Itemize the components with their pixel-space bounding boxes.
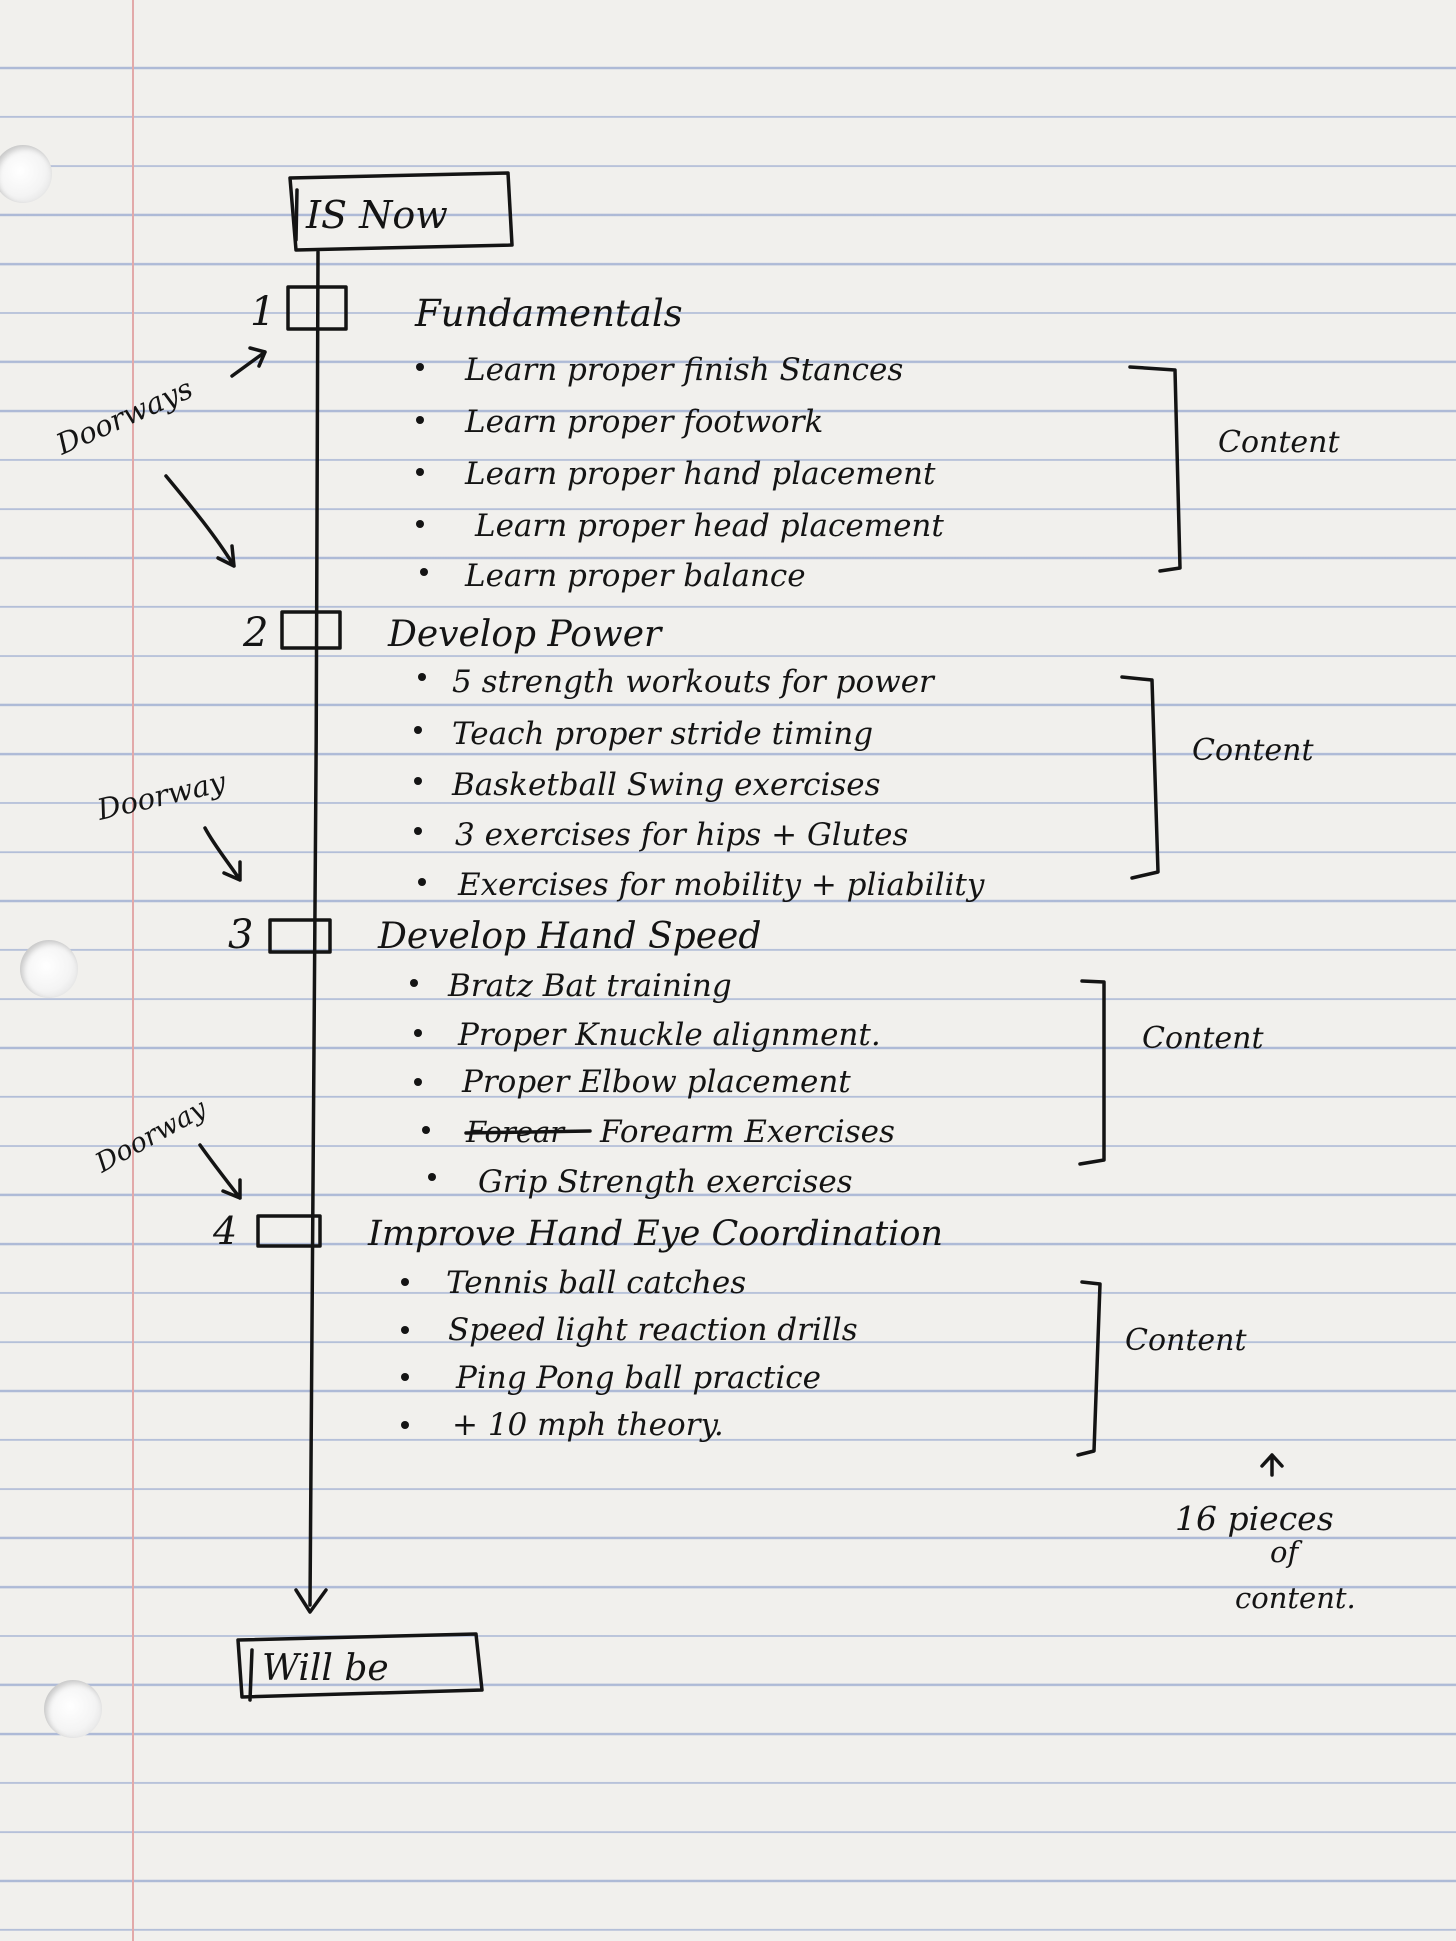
arrow-icon	[203, 826, 242, 882]
start-box-label: IS Now	[305, 193, 448, 237]
summary-line-2: of	[1270, 1535, 1303, 1569]
bullet	[416, 468, 424, 476]
bullet	[414, 777, 422, 785]
list-item: Proper Elbow placement	[461, 1064, 851, 1100]
up-arrow-icon	[1260, 1453, 1284, 1477]
bullet	[416, 363, 424, 371]
list-item: Forearm Exercises	[599, 1114, 895, 1150]
list-item: + 10 mph theory.	[452, 1407, 724, 1443]
doorway-annotation-2: Doorway	[93, 764, 242, 882]
step-checkbox	[256, 1214, 322, 1248]
step-checkbox	[280, 610, 342, 650]
content-label: Content	[1125, 1323, 1247, 1358]
step-checkbox	[268, 918, 332, 954]
step-number: 1	[250, 289, 275, 335]
doorway-annotation-1: Doorways	[50, 346, 267, 568]
start-box: IS Now	[288, 171, 514, 252]
step-title: Improve Hand Eye Coordination	[367, 1214, 943, 1254]
bullet	[410, 979, 418, 987]
end-box-label: Will be	[262, 1648, 389, 1689]
list-item: Learn proper footwork	[464, 404, 823, 440]
binder-hole-bottom	[44, 1680, 102, 1738]
arrow-icon	[164, 474, 236, 568]
arrow-icon	[230, 346, 267, 378]
content-label: Content	[1142, 1021, 1264, 1056]
bullet	[414, 827, 422, 835]
step-title: Develop Power	[387, 614, 663, 655]
step-title: Fundamentals	[414, 292, 683, 335]
end-box: Will be	[236, 1632, 484, 1702]
content-bracket	[1128, 365, 1182, 573]
content-label: Content	[1218, 425, 1340, 460]
list-item: Bratz Bat training	[447, 968, 732, 1004]
list-item: Speed light reaction drills	[448, 1312, 858, 1348]
list-item: Tennis ball catches	[446, 1265, 746, 1301]
bullet	[401, 1421, 409, 1429]
content-bracket	[1120, 675, 1160, 880]
bullet	[422, 1126, 430, 1134]
bullet	[401, 1373, 409, 1381]
margin-line	[132, 0, 134, 1941]
list-item: Learn proper balance	[464, 558, 806, 594]
list-item: Basketball Swing exercises	[451, 767, 881, 803]
binder-hole-top	[0, 145, 52, 203]
bullet	[414, 1029, 422, 1037]
doorway-label: Doorway	[89, 1093, 212, 1180]
list-item: 5 strength workouts for power	[452, 664, 936, 700]
list-item: Learn proper head placement	[474, 508, 944, 544]
list-item: Proper Knuckle alignment.	[457, 1017, 881, 1053]
step-number: 4	[212, 1209, 237, 1253]
bullet	[414, 726, 422, 734]
list-item: 3 exercises for hips + Glutes	[455, 817, 908, 853]
list-item: Exercises for mobility + pliability	[457, 867, 985, 903]
bullet	[414, 1078, 422, 1086]
doorway-label: Doorways	[50, 371, 198, 462]
step-title: Develop Hand Speed	[377, 916, 761, 957]
content-bracket	[1078, 979, 1106, 1166]
content-label: Content	[1192, 733, 1314, 768]
step-3: 3 Develop Hand Speed Bratz Bat training …	[228, 912, 1264, 1200]
doorway-annotation-3: Doorway	[89, 1093, 242, 1200]
content-bracket	[1076, 1280, 1102, 1457]
summary-line-1: 16 pieces	[1175, 1499, 1334, 1538]
bullet	[428, 1173, 436, 1181]
step-2: 2 Develop Power 5 strength workouts for …	[242, 610, 1314, 903]
step-number: 2	[242, 610, 268, 656]
list-item: Grip Strength exercises	[478, 1164, 853, 1200]
bullet	[420, 568, 428, 576]
step-number: 3	[228, 912, 253, 958]
bullet	[418, 878, 426, 886]
binder-hole-middle	[20, 940, 78, 998]
summary-line-3: content.	[1235, 1581, 1356, 1615]
doorway-label: Doorway	[93, 764, 229, 827]
list-item: Learn proper hand placement	[464, 456, 936, 492]
bullet	[401, 1278, 409, 1286]
step-4: 4 Improve Hand Eye Coordination Tennis b…	[212, 1209, 1247, 1457]
list-item: Learn proper finish Stances	[464, 352, 903, 388]
timeline-line	[294, 250, 328, 1614]
bullet	[401, 1326, 409, 1334]
list-item: Teach proper stride timing	[452, 716, 873, 752]
step-1: 1 Fundamentals Learn proper finish Stanc…	[250, 285, 1340, 594]
step-checkbox	[286, 285, 348, 331]
bullet	[416, 416, 424, 424]
bullet	[418, 673, 426, 681]
summary-note: 16 pieces of content.	[1175, 1453, 1356, 1615]
list-item: Ping Pong ball practice	[455, 1360, 821, 1396]
arrow-icon	[198, 1143, 242, 1200]
struck-out-word: Forear	[464, 1115, 592, 1149]
bullet	[416, 520, 424, 528]
